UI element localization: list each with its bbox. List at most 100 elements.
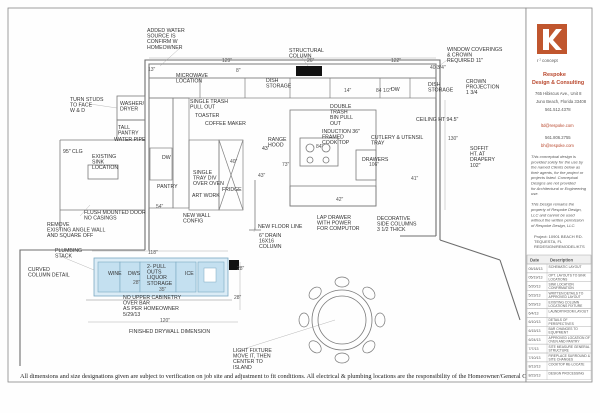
row-date: 8/23/13: [529, 374, 541, 378]
dining-chair: [308, 286, 322, 300]
label-dw-1: DW: [391, 87, 400, 93]
label-wine: WINE: [108, 271, 122, 277]
company-name-line1: Respoke: [543, 72, 566, 78]
row-date: 05/18/13: [529, 267, 543, 271]
disclaimer-line: Designs are not provided: [531, 181, 576, 186]
row-date: 7/10/13: [529, 356, 541, 360]
project-line: Project: 10901 BEACH RD.: [534, 234, 583, 239]
label-toaster: TOASTER: [195, 113, 220, 119]
disclaimer-line: their agents, for the project or: [531, 170, 584, 175]
address-line3: 561.512.4378: [545, 107, 571, 112]
dimension-label: 106": [369, 162, 379, 168]
label-clg-95: 95" CLG: [63, 149, 83, 155]
disclaimer-line: without the written permission: [531, 218, 584, 223]
disclaimer-line: for Architectural or Engineering: [531, 186, 587, 191]
label-coffee-maker: COFFEE MAKER: [205, 121, 246, 127]
label-art-work: ART WORK: [192, 193, 220, 199]
dining-table: [311, 289, 373, 351]
email-link-2[interactable]: bh@respoke.com: [541, 143, 574, 148]
dimension-label: 28": [133, 280, 141, 286]
company-logo: [537, 24, 567, 54]
dining-chair: [334, 276, 350, 288]
email-link[interactable]: ltd@respoke.com: [541, 123, 574, 128]
row-description: SCHEMATIC LAYOUT: [549, 265, 582, 269]
dimension-label: 28": [237, 266, 245, 272]
row-date: 6/4/13: [529, 311, 539, 315]
row-date: 6/24/13: [529, 338, 541, 342]
address-line2: Juno Beach, Florida 33408: [536, 99, 587, 104]
row-date: 5/23/13: [529, 294, 541, 298]
table-header-date: Date: [530, 257, 540, 262]
label-dw-2: DW: [162, 155, 171, 161]
label-dws: DWS: [128, 271, 141, 277]
disclaimer-line: projects listed. Conceptual: [530, 175, 578, 180]
dimension-label: 42": [336, 197, 344, 203]
dimension-label: 13": [148, 67, 156, 73]
dining-chair: [334, 352, 350, 364]
dimension-label: 41": [411, 176, 419, 182]
table-header-description: Description: [550, 257, 573, 262]
dimension-label: 28": [234, 295, 242, 301]
dimension-label: 8": [236, 68, 241, 74]
tall-cabinets: [149, 139, 244, 211]
bar-counter: [86, 257, 239, 301]
label-water-pipe: WATER PIPE: [114, 137, 146, 143]
row-date: 6/10/13: [529, 320, 541, 324]
dimension-label: 120": [160, 318, 170, 324]
dimension-label: 122": [391, 58, 401, 64]
base-cabinets: [148, 63, 437, 209]
dimension-label: 26": [307, 58, 315, 64]
disclaimer-line: LLC and cannot be used: [531, 212, 575, 217]
dimension-label: 130": [448, 136, 458, 142]
dining-chair: [308, 340, 322, 354]
row-description: DESIGN PROCESSING: [549, 372, 585, 376]
row-description: LAUNDRYROOM LAYOUT: [549, 309, 589, 313]
label-ref-ht: 43': [262, 146, 269, 152]
row-date: 8/13/13: [529, 365, 541, 369]
dining-chair: [298, 312, 310, 328]
dimension-label: 43": [258, 173, 266, 179]
dimension-label: 118": [148, 250, 158, 256]
project-line: TEQUESTA, FL: [534, 239, 563, 244]
footer-disclaimer: All dimensions and size designations giv…: [20, 373, 550, 380]
dimension-lines: [88, 57, 446, 323]
row-description: COOKTOP RE-LOCATE: [549, 363, 586, 367]
table-row: [526, 370, 592, 380]
label-fridge: FRIDGE: [222, 187, 242, 193]
label-pantry: PANTRY: [157, 184, 178, 190]
logo-concept-text: r2concept: [537, 58, 558, 64]
dimension-label: 14": [344, 88, 352, 94]
row-description: FIREPLACE SURROUND &SITE CHANGES: [549, 354, 591, 362]
dining-chair: [362, 286, 376, 300]
label-new-floor-line: NEW FLOOR LINE: [258, 224, 303, 230]
cooktop-island: [249, 109, 377, 231]
company-name-line2: Design & Consulting: [532, 80, 584, 86]
disclaimer-line: the named Clients below as: [531, 165, 580, 170]
